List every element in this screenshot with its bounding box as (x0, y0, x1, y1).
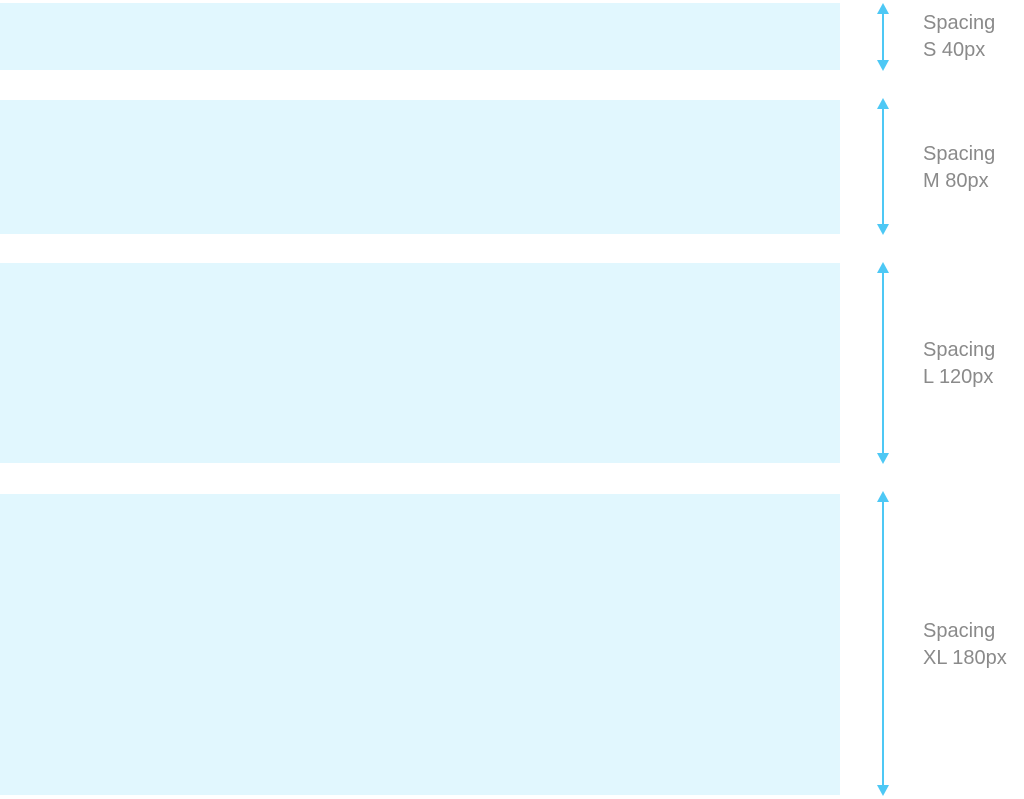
spacing-size: S 40px (923, 39, 986, 61)
double-arrow-icon-l (877, 262, 889, 464)
double-arrow-icon-m (877, 98, 889, 235)
spacing-size: XL 180px (923, 647, 1007, 669)
spacing-size: M 80px (923, 170, 989, 192)
spacing-block-s (0, 3, 840, 70)
spacing-label-s: Spacing S 40px (923, 10, 995, 64)
spacing-word: Spacing (923, 339, 996, 361)
spacing-word: Spacing (923, 12, 996, 34)
spacing-block-m (0, 100, 840, 234)
double-arrow-icon-s (877, 3, 889, 71)
spacing-word: Spacing (923, 620, 996, 642)
spacing-block-xl (0, 494, 840, 795)
spacing-label-l: Spacing L 120px (923, 337, 995, 391)
double-arrow-icon-xl (877, 491, 889, 796)
spacing-block-l (0, 263, 840, 463)
spacing-size: L 120px (923, 366, 994, 388)
spacing-label-m: Spacing M 80px (923, 141, 995, 195)
spacing-label-xl: Spacing XL 180px (923, 618, 1007, 672)
spacing-word: Spacing (923, 143, 996, 165)
